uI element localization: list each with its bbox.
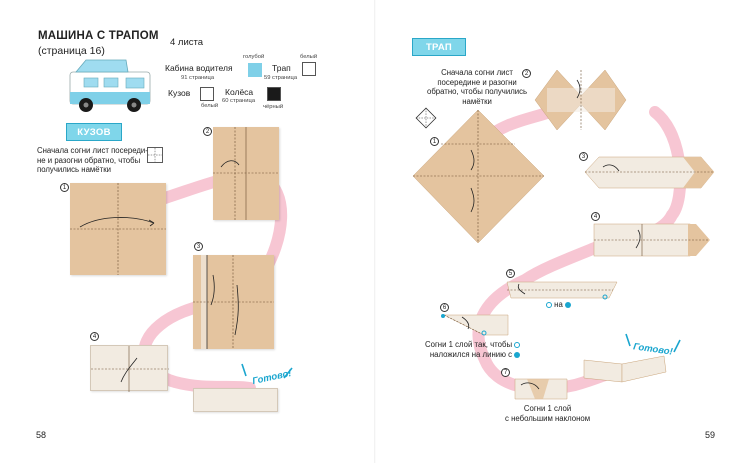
ramp-step1-paper: [412, 109, 545, 244]
ramp-intro-note: Сначала согни лист посередине и разогни …: [427, 68, 528, 107]
step-number-3: 3: [194, 242, 203, 251]
step3-paper: [193, 255, 274, 349]
ramp-step-number-3: 3: [579, 152, 588, 161]
cabin-color-label: голубой: [243, 54, 265, 60]
step2-paper: [213, 127, 279, 220]
finished-body-paper: [193, 388, 278, 412]
open-dot-icon-2: [514, 341, 521, 348]
section-badge-body: КУЗОВ: [66, 123, 122, 141]
step-number-4: 4: [90, 332, 99, 341]
ramp-step7-paper: [514, 378, 568, 400]
filled-dot-icon: [565, 301, 571, 308]
crease-square-icon: [147, 147, 163, 163]
wheels-color-label: чёрный: [263, 104, 284, 110]
ramp-step-number-6: 6: [440, 303, 449, 312]
crease-diamond-icon: [415, 107, 437, 129]
ramp-page: 59 страница: [264, 75, 298, 81]
ready-burst-right: [625, 333, 681, 353]
sheets-count: 4 листа: [170, 37, 204, 48]
finished-ramp-paper: [583, 355, 667, 383]
cabin-color-swatch: [248, 63, 262, 77]
ramp-step5-paper: [506, 281, 618, 300]
cabin-page: 91 страница: [181, 75, 215, 81]
ramp-step6-paper: [441, 314, 509, 336]
truck-illustration: [69, 59, 151, 112]
ramp-step4-paper: [593, 223, 710, 257]
page-subtitle: (страница 16): [38, 45, 105, 57]
ramp-step2-paper: [534, 69, 627, 131]
wheels-color-swatch: [267, 87, 281, 101]
page-number-right: 59: [705, 430, 716, 440]
page-title: МАШИНА С ТРАПОМ: [38, 30, 159, 42]
body-label: Кузов: [168, 88, 191, 98]
wheels-label: Колёса: [225, 87, 254, 97]
ramp-step3-paper: [584, 156, 715, 189]
step1-paper: [70, 183, 166, 275]
step4-paper: [90, 345, 169, 392]
step-number-1: 1: [60, 183, 69, 192]
cabin-label: Кабина водителя: [165, 63, 233, 73]
step-number-2: 2: [203, 127, 212, 136]
body-intro-note: Сначала согни лист посереди- не и разогн…: [37, 146, 148, 175]
ramp-step5-note: на: [546, 300, 571, 310]
body-color-label: белый: [201, 103, 219, 109]
ramp-step-number-1: 1: [430, 137, 439, 146]
page-gutter: [374, 0, 376, 463]
ramp-step6-note: Согни 1 слой так, чтобы наложился на лин…: [425, 340, 521, 359]
ready-burst-left: [241, 363, 293, 379]
page-number-left: 58: [36, 430, 47, 440]
ramp-step-number-4: 4: [591, 212, 600, 221]
ramp-color-swatch: [302, 62, 316, 76]
filled-dot-icon-2: [514, 351, 521, 358]
ramp-step-number-5: 5: [506, 269, 515, 278]
ramp-step-number-7: 7: [501, 368, 510, 377]
open-dot-icon: [546, 301, 552, 308]
ramp-step-number-2: 2: [522, 69, 531, 78]
section-badge-ramp: ТРАП: [412, 38, 466, 56]
ramp-color-label: белый: [300, 54, 318, 60]
body-color-swatch: [200, 87, 214, 101]
ramp-label: Трап: [272, 63, 291, 73]
wheels-page: 60 страница: [222, 98, 256, 104]
ramp-step7-note: Согни 1 слой с небольшим наклоном: [505, 404, 591, 423]
